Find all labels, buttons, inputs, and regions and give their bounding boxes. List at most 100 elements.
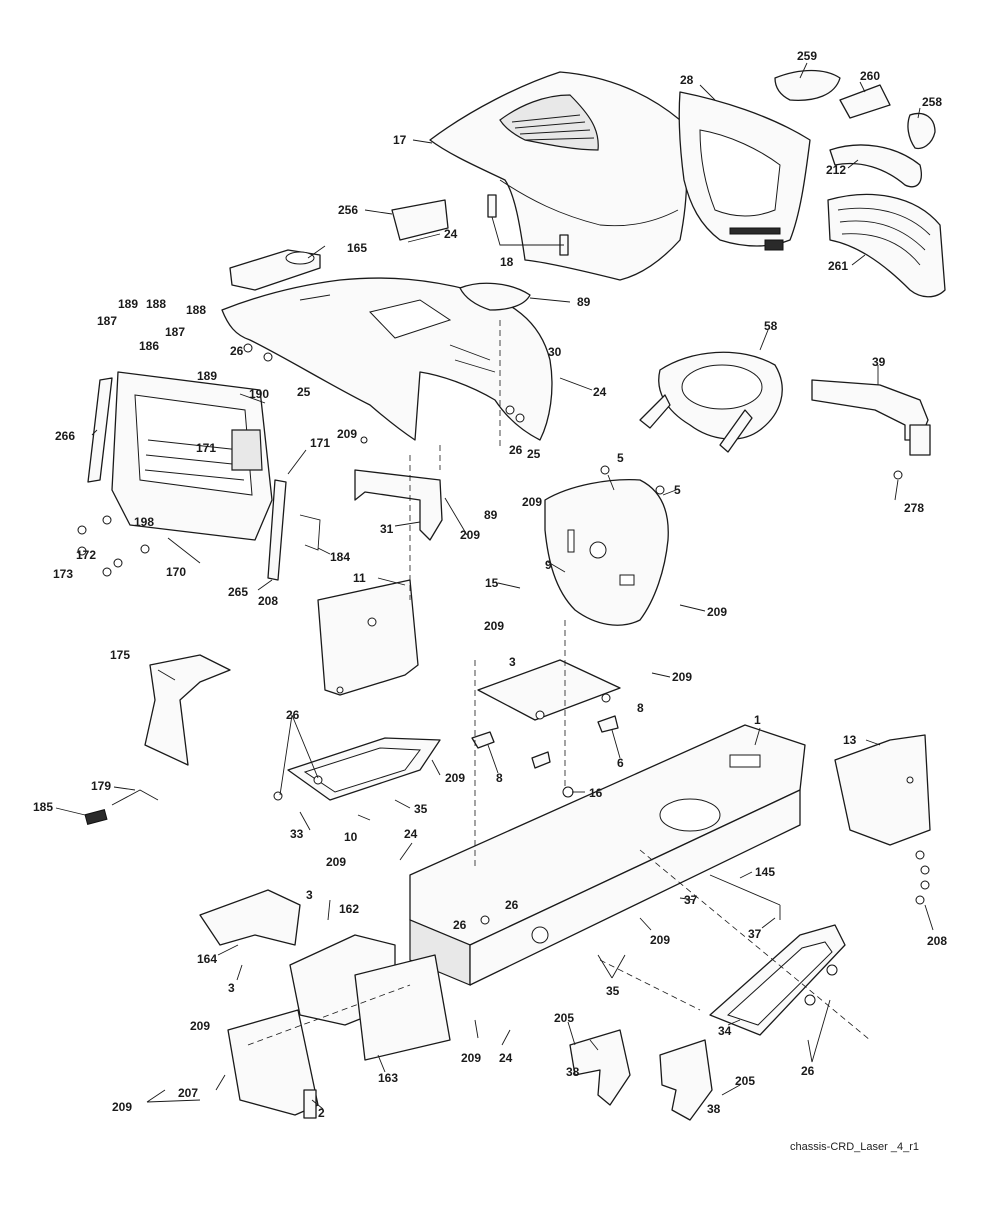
- label-170: 170: [166, 565, 186, 579]
- label-185: 185: [33, 800, 53, 814]
- label-26c: 26: [286, 708, 300, 722]
- label-35a: 35: [414, 802, 428, 816]
- main-frame-1: [409, 724, 806, 986]
- hood-rod: [487, 194, 569, 256]
- bracket-39: [811, 379, 931, 456]
- label-9: 9: [545, 558, 552, 572]
- lens-259: [774, 69, 841, 101]
- bracket-13: [834, 734, 931, 846]
- label-38b: 38: [707, 1102, 721, 1116]
- label-260: 260: [860, 69, 880, 83]
- grille-insert-261: [827, 193, 946, 298]
- trim-212: [829, 144, 922, 188]
- clip-8c: [531, 751, 551, 769]
- cover-165: [229, 249, 321, 291]
- label-17: 17: [393, 133, 407, 147]
- label-33: 33: [290, 827, 304, 841]
- plate-163: [354, 954, 451, 1061]
- label-172: 172: [76, 548, 96, 562]
- lens-258: [907, 112, 936, 150]
- label-24d: 24: [499, 1051, 513, 1065]
- label-163: 163: [378, 1071, 398, 1085]
- label-31: 31: [380, 522, 394, 536]
- label-26f: 26: [801, 1064, 815, 1078]
- bracket-38b: [659, 1039, 713, 1121]
- front-frame-170: [111, 371, 273, 541]
- label-209h: 209: [326, 855, 346, 869]
- label-10: 10: [344, 830, 358, 844]
- label-26b: 26: [509, 443, 523, 457]
- label-5a: 5: [617, 451, 624, 465]
- plate-6: [477, 659, 621, 721]
- label-208a: 208: [258, 594, 278, 608]
- label-89a: 89: [577, 295, 591, 309]
- fender-deck: [221, 277, 553, 441]
- strip-266: [87, 377, 113, 483]
- label-30: 30: [548, 345, 562, 359]
- footrest-33: [287, 737, 441, 801]
- shield-175: [144, 654, 231, 766]
- label-35b: 35: [606, 984, 620, 998]
- label-259: 259: [797, 49, 817, 63]
- label-209b: 209: [522, 495, 542, 509]
- lens-260: [839, 84, 891, 119]
- label-8b: 8: [496, 771, 503, 785]
- diagram-caption: chassis-CRD_Laser _4_r1: [790, 1141, 919, 1153]
- label-8a: 8: [637, 701, 644, 715]
- strip-265: [267, 479, 287, 581]
- label-1: 1: [754, 713, 761, 727]
- label-189b: 189: [197, 369, 217, 383]
- label-212: 212: [826, 163, 846, 177]
- label-26d: 26: [505, 898, 519, 912]
- label-5b: 5: [674, 483, 681, 497]
- label-3c: 3: [228, 981, 235, 995]
- grille-housing: [678, 91, 811, 251]
- leader-lines: [55, 62, 934, 1110]
- label-173: 173: [53, 567, 73, 581]
- hood: [429, 71, 688, 281]
- label-89b: 89: [484, 508, 498, 522]
- seat-cap-89: [459, 282, 531, 311]
- label-187a: 187: [97, 314, 117, 328]
- label-266: 266: [55, 429, 75, 443]
- label-179: 179: [91, 779, 111, 793]
- label-18: 18: [500, 255, 514, 269]
- label-16: 16: [589, 786, 603, 800]
- label-24c: 24: [404, 827, 418, 841]
- label-26e: 26: [453, 918, 467, 932]
- clip-8a: [471, 731, 495, 749]
- label-189a: 189: [118, 297, 138, 311]
- label-3a: 3: [509, 655, 516, 669]
- label-209f: 209: [672, 670, 692, 684]
- label-164: 164: [197, 952, 217, 966]
- part-labels: 17 28 259 260 258 212 261 18 256 165 24 …: [33, 49, 947, 1120]
- bracket-2: [227, 1009, 319, 1119]
- bracket-164: [199, 889, 301, 946]
- label-256: 256: [338, 203, 358, 217]
- tank-ring: [639, 351, 783, 453]
- label-11: 11: [353, 571, 366, 585]
- label-209l: 209: [112, 1100, 132, 1114]
- label-175: 175: [110, 648, 130, 662]
- label-209c: 209: [460, 528, 480, 542]
- bracket-31: [354, 469, 443, 541]
- label-258: 258: [922, 95, 942, 109]
- label-209j: 209: [461, 1051, 481, 1065]
- label-25b: 25: [527, 447, 541, 461]
- label-278: 278: [904, 501, 924, 515]
- label-205b: 205: [735, 1074, 755, 1088]
- label-3b: 3: [306, 888, 313, 902]
- label-28: 28: [680, 73, 694, 87]
- cover-256: [391, 199, 449, 241]
- lever-179: [84, 789, 159, 826]
- label-24a: 24: [444, 227, 458, 241]
- label-24b: 24: [593, 385, 607, 399]
- rod-145: [709, 874, 781, 920]
- label-39: 39: [872, 355, 886, 369]
- label-165: 165: [347, 241, 367, 255]
- dash-panel-9: [544, 479, 669, 626]
- label-198: 198: [134, 515, 154, 529]
- label-209g: 209: [445, 771, 465, 785]
- label-2: 2: [318, 1106, 325, 1120]
